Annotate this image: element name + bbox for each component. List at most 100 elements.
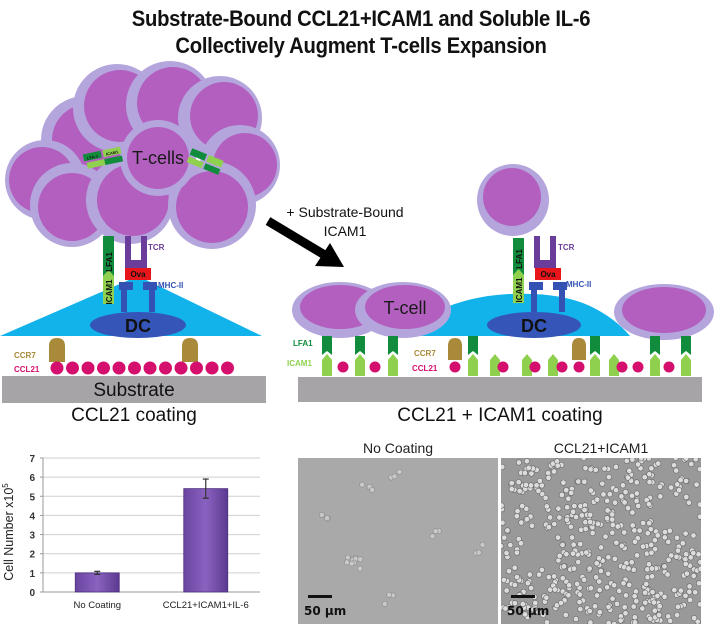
cell bbox=[612, 463, 619, 470]
cell bbox=[559, 575, 566, 582]
cell bbox=[605, 554, 612, 561]
cell bbox=[647, 615, 654, 622]
tcell-top bbox=[477, 164, 549, 236]
ccr7-receptor bbox=[448, 338, 462, 360]
cell bbox=[515, 459, 522, 466]
lfa1-receptor bbox=[103, 236, 114, 276]
immune-synapse-left: LFA1 ICAM1 Ova TCR MHC-II bbox=[103, 236, 183, 312]
cell bbox=[324, 515, 330, 521]
cell bbox=[551, 468, 558, 475]
mhc-right-chain bbox=[143, 282, 157, 312]
cell bbox=[502, 605, 509, 612]
cell bbox=[503, 550, 510, 557]
cell bbox=[515, 479, 522, 486]
cell bbox=[599, 480, 606, 487]
cell bbox=[635, 461, 642, 468]
ccl21-dot bbox=[449, 361, 461, 373]
cell bbox=[551, 586, 558, 593]
icam1-ligand bbox=[609, 354, 619, 376]
cell bbox=[650, 599, 657, 606]
cell bbox=[630, 566, 637, 573]
cell bbox=[556, 552, 563, 559]
cell bbox=[523, 505, 530, 512]
cell bbox=[620, 580, 627, 587]
cell bbox=[596, 587, 603, 594]
cell bbox=[586, 608, 593, 615]
cell bbox=[508, 480, 515, 487]
ccl21-dot bbox=[97, 361, 110, 375]
ccr7-receptor bbox=[182, 338, 198, 362]
cell bbox=[560, 479, 567, 486]
mhc-text: MHC-II bbox=[566, 280, 591, 289]
scale-bar-label: 50 µm bbox=[304, 604, 347, 618]
cell bbox=[574, 580, 581, 587]
ccl21-text: CCL21 bbox=[412, 364, 438, 373]
cell bbox=[562, 612, 569, 619]
substrate-text: Substrate bbox=[93, 380, 174, 401]
y-tick-label: 2 bbox=[29, 550, 35, 561]
cell bbox=[619, 482, 626, 489]
cell bbox=[543, 619, 550, 624]
cell bbox=[661, 563, 668, 570]
cell bbox=[558, 491, 565, 498]
cell bbox=[602, 533, 609, 540]
cell bbox=[694, 618, 701, 624]
cell bbox=[581, 507, 588, 514]
cell bbox=[501, 519, 506, 526]
cell bbox=[594, 496, 601, 503]
figure-title-line2: Collectively Augment T-cells Expansion bbox=[175, 33, 547, 58]
cell bbox=[522, 611, 529, 618]
cell bbox=[542, 494, 549, 501]
cell bbox=[575, 559, 582, 566]
cell bbox=[570, 508, 577, 515]
cell bbox=[622, 610, 629, 617]
cell bbox=[587, 519, 594, 526]
cell bbox=[697, 559, 701, 566]
y-tick-label: 5 bbox=[29, 492, 35, 503]
cell bbox=[642, 589, 649, 596]
tcell-migrating-2 bbox=[355, 282, 451, 338]
cell bbox=[613, 487, 620, 494]
arrow-head-icon bbox=[315, 243, 344, 267]
tcr-text: TCR bbox=[558, 243, 575, 252]
immune-synapse-right: LFA1 ICAM1 Ova TCR MHC-II bbox=[513, 236, 591, 312]
y-tick-label: 4 bbox=[29, 511, 35, 522]
cell bbox=[535, 609, 542, 616]
cell bbox=[640, 519, 647, 526]
cell bbox=[516, 488, 523, 495]
lfa1-receptor bbox=[468, 336, 478, 355]
right-caption: CCL21 + ICAM1 coating bbox=[397, 405, 603, 426]
cell bbox=[666, 527, 673, 534]
ccl21-dot bbox=[50, 361, 64, 375]
lfa1-icam1-pair-left: LFA-1 ICAM1 bbox=[82, 146, 124, 169]
cell bbox=[644, 530, 651, 537]
cell bbox=[671, 587, 678, 594]
mhc-text: MHC-II bbox=[158, 281, 183, 290]
cell bbox=[661, 593, 668, 600]
cell bbox=[679, 540, 686, 547]
cell bbox=[527, 482, 534, 489]
icam1-text: ICAM1 bbox=[105, 279, 114, 304]
cell bbox=[676, 487, 683, 494]
y-tick-label: 7 bbox=[29, 454, 35, 465]
cell bbox=[641, 474, 648, 481]
lfa1-icam1-pair-right bbox=[186, 148, 224, 175]
cell bbox=[523, 458, 530, 465]
cell bbox=[507, 607, 514, 614]
dc-label: DC bbox=[521, 316, 547, 336]
icam1-ligand bbox=[522, 354, 532, 376]
cell bbox=[631, 538, 638, 545]
cell bbox=[577, 541, 584, 548]
cell bbox=[582, 525, 589, 532]
cell bbox=[662, 529, 669, 536]
cell bbox=[357, 565, 363, 572]
cell bbox=[631, 527, 638, 534]
cell bbox=[587, 487, 594, 494]
cell bbox=[501, 463, 506, 470]
transition-arrow: + Substrate-Bound ICAM1 bbox=[265, 204, 404, 267]
lfa1-text: LFA1 bbox=[515, 249, 524, 269]
cell bbox=[656, 603, 663, 610]
cell bbox=[566, 582, 573, 589]
cell bbox=[606, 491, 613, 498]
cell bbox=[568, 489, 575, 496]
